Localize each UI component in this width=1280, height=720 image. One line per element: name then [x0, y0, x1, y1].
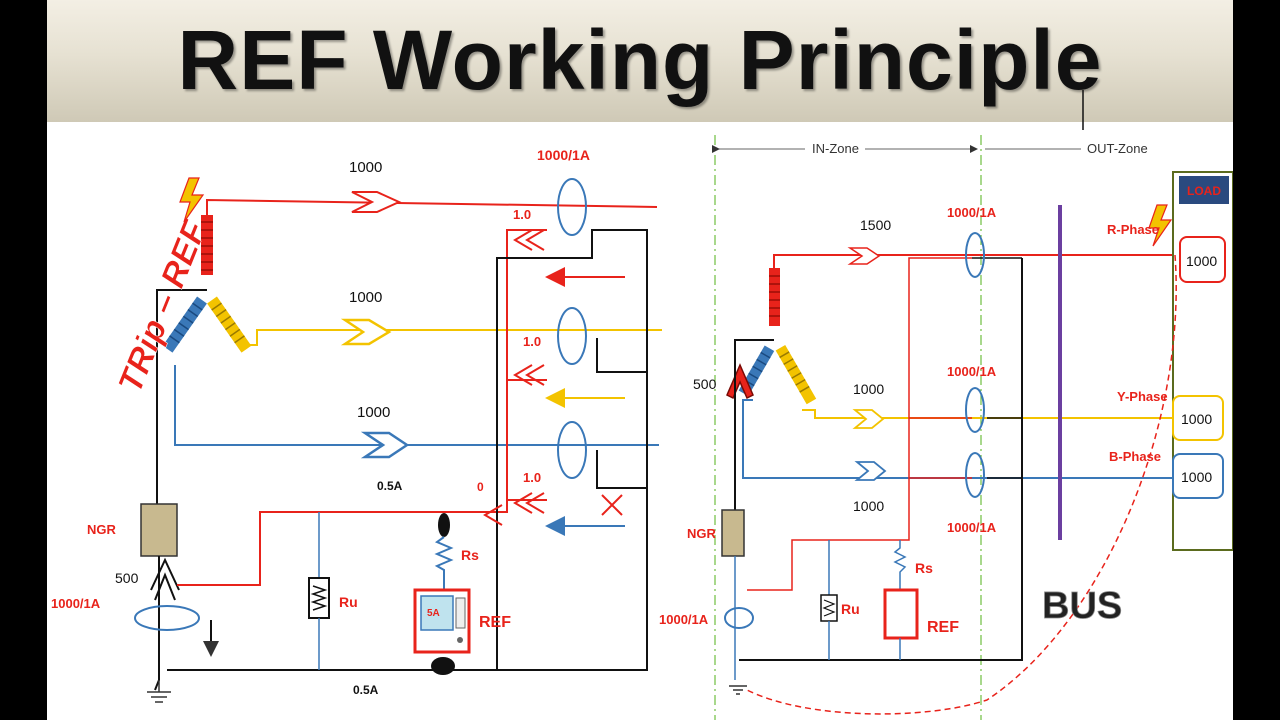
left-circuit: [134, 178, 662, 703]
left-cross-icon: [601, 494, 623, 516]
right-fault-flow: 500: [693, 376, 717, 392]
left-y-line: [245, 329, 662, 346]
left-ct-r-arrow-icon: [513, 229, 545, 251]
left-b-winding: [162, 296, 207, 353]
right-ct-y-label: 1000/1A: [947, 364, 997, 379]
fault-return-path: [746, 254, 1177, 715]
left-ct-y: [557, 307, 587, 365]
slide: REF Working Principle: [47, 0, 1233, 720]
left-y-flow-arrow-icon: [340, 318, 392, 346]
left-y-flow: 1000: [349, 289, 382, 306]
left-relay-base: [431, 657, 455, 675]
right-b-flow: 1000: [853, 498, 884, 514]
right-labels: IN-Zone OUT-Zone LOAD 1500 1000/1A R-Pha…: [659, 141, 1221, 636]
right-ref-relay: [883, 588, 919, 640]
left-ground-icon: [147, 680, 171, 703]
left-ref-label: REF: [479, 614, 511, 631]
bus-label: BUS: [1042, 585, 1122, 627]
right-b-flow-arrow-icon: [854, 461, 887, 481]
right-ngr-label: NGR: [687, 526, 717, 541]
right-neutral-ct-label: 1000/1A: [659, 612, 709, 627]
left-neutral: [156, 289, 207, 505]
left-r-flow-arrow-icon: [351, 191, 402, 213]
left-ct-ratio: 1000/1A: [537, 147, 590, 163]
left-ngr: [140, 503, 178, 557]
right-b-load-value: 1000: [1181, 469, 1212, 485]
left-rs-node: [438, 513, 450, 537]
right-b-line: [742, 399, 1175, 479]
left-neutral-arrow-icon: [150, 557, 180, 601]
left-rs-resistor: [434, 536, 454, 590]
right-r-phase-label: R-Phase: [1107, 222, 1159, 237]
right-ct-r: [965, 232, 985, 278]
right-rs-resistor: [893, 540, 907, 590]
left-b-line: [174, 365, 659, 446]
right-relay-loop: [747, 257, 972, 591]
left-relay-current-a: 0.5A: [377, 479, 403, 493]
right-lightning-icon: [1148, 204, 1173, 247]
right-y-phase-label: Y-Phase: [1117, 389, 1168, 404]
right-r-load: [1179, 236, 1226, 283]
right-b-phase-label: B-Phase: [1109, 449, 1161, 464]
right-fault-arrow-icon: [726, 363, 754, 400]
left-ct-y-arrow-icon: [513, 364, 545, 386]
left-relay-loop: [177, 229, 547, 586]
right-b-load: [1172, 453, 1224, 499]
right-y-winding: [775, 345, 817, 405]
right-ngr: [721, 509, 745, 557]
right-y-load: [1172, 395, 1224, 441]
left-r-flow: 1000: [349, 159, 382, 176]
left-ct-b-arrow-icon: [513, 492, 545, 514]
right-r-flow: 1500: [860, 217, 891, 233]
right-ct-b: [965, 452, 985, 498]
left-b-flow-arrow-icon: [360, 431, 410, 459]
right-r-flow-arrow-icon: [847, 247, 881, 265]
left-r-line: [206, 198, 658, 215]
left-ct-r-current: 1.0: [513, 207, 531, 222]
left-neutral-flow: 500: [115, 570, 139, 586]
right-r-load-value: 1000: [1186, 253, 1217, 269]
left-ngr-label: NGR: [87, 522, 117, 537]
left-neutral-ct-label: 1000/1A: [51, 596, 101, 611]
load-label: LOAD: [1187, 184, 1221, 198]
left-rs-label: Rs: [461, 547, 479, 563]
right-rs-label: Rs: [915, 560, 933, 576]
left-neutral-ct: [134, 605, 200, 631]
left-ct-b: [557, 421, 587, 479]
left-ct-b-current: 1.0: [523, 470, 541, 485]
right-r-winding: [769, 268, 780, 326]
right-y-flow-arrow-icon: [852, 409, 885, 429]
right-ct-b-label: 1000/1A: [947, 520, 997, 535]
left-sum-current: 0: [477, 480, 484, 494]
left-b-flow: 1000: [357, 404, 390, 421]
right-circuit: [712, 90, 1233, 720]
left-relay-display: 5A: [427, 608, 440, 619]
lightning-icon: [179, 177, 205, 223]
in-zone-label: IN-Zone: [812, 141, 859, 156]
slide-title: REF Working Principle: [177, 13, 1103, 107]
ref-diagram: TRip – REF 1000 1000 1000 1000/1A 1.0 1.…: [51, 90, 1233, 720]
right-ru-label: Ru: [841, 601, 860, 617]
right-ct-y: [965, 387, 985, 433]
right-y-flow: 1000: [853, 381, 884, 397]
left-ct-y-current: 1.0: [523, 334, 541, 349]
right-neutral-ct: [724, 607, 754, 629]
right-y-load-value: 1000: [1181, 411, 1212, 427]
out-zone-label: OUT-Zone: [1087, 141, 1148, 156]
left-y-winding: [207, 296, 252, 353]
title-banner: REF Working Principle: [47, 0, 1233, 122]
right-r-line: [773, 254, 1175, 268]
right-ct-r-label: 1000/1A: [947, 205, 997, 220]
load-header: [1179, 176, 1229, 204]
left-sum-arrow-icon: [483, 504, 503, 526]
right-ref-label: REF: [927, 619, 959, 636]
left-ru-label: Ru: [339, 594, 358, 610]
left-r-winding: [201, 215, 213, 275]
left-relay-current-b: 0.5A: [353, 683, 379, 697]
left-ct-r: [557, 178, 587, 236]
right-ground-icon: [729, 685, 747, 695]
